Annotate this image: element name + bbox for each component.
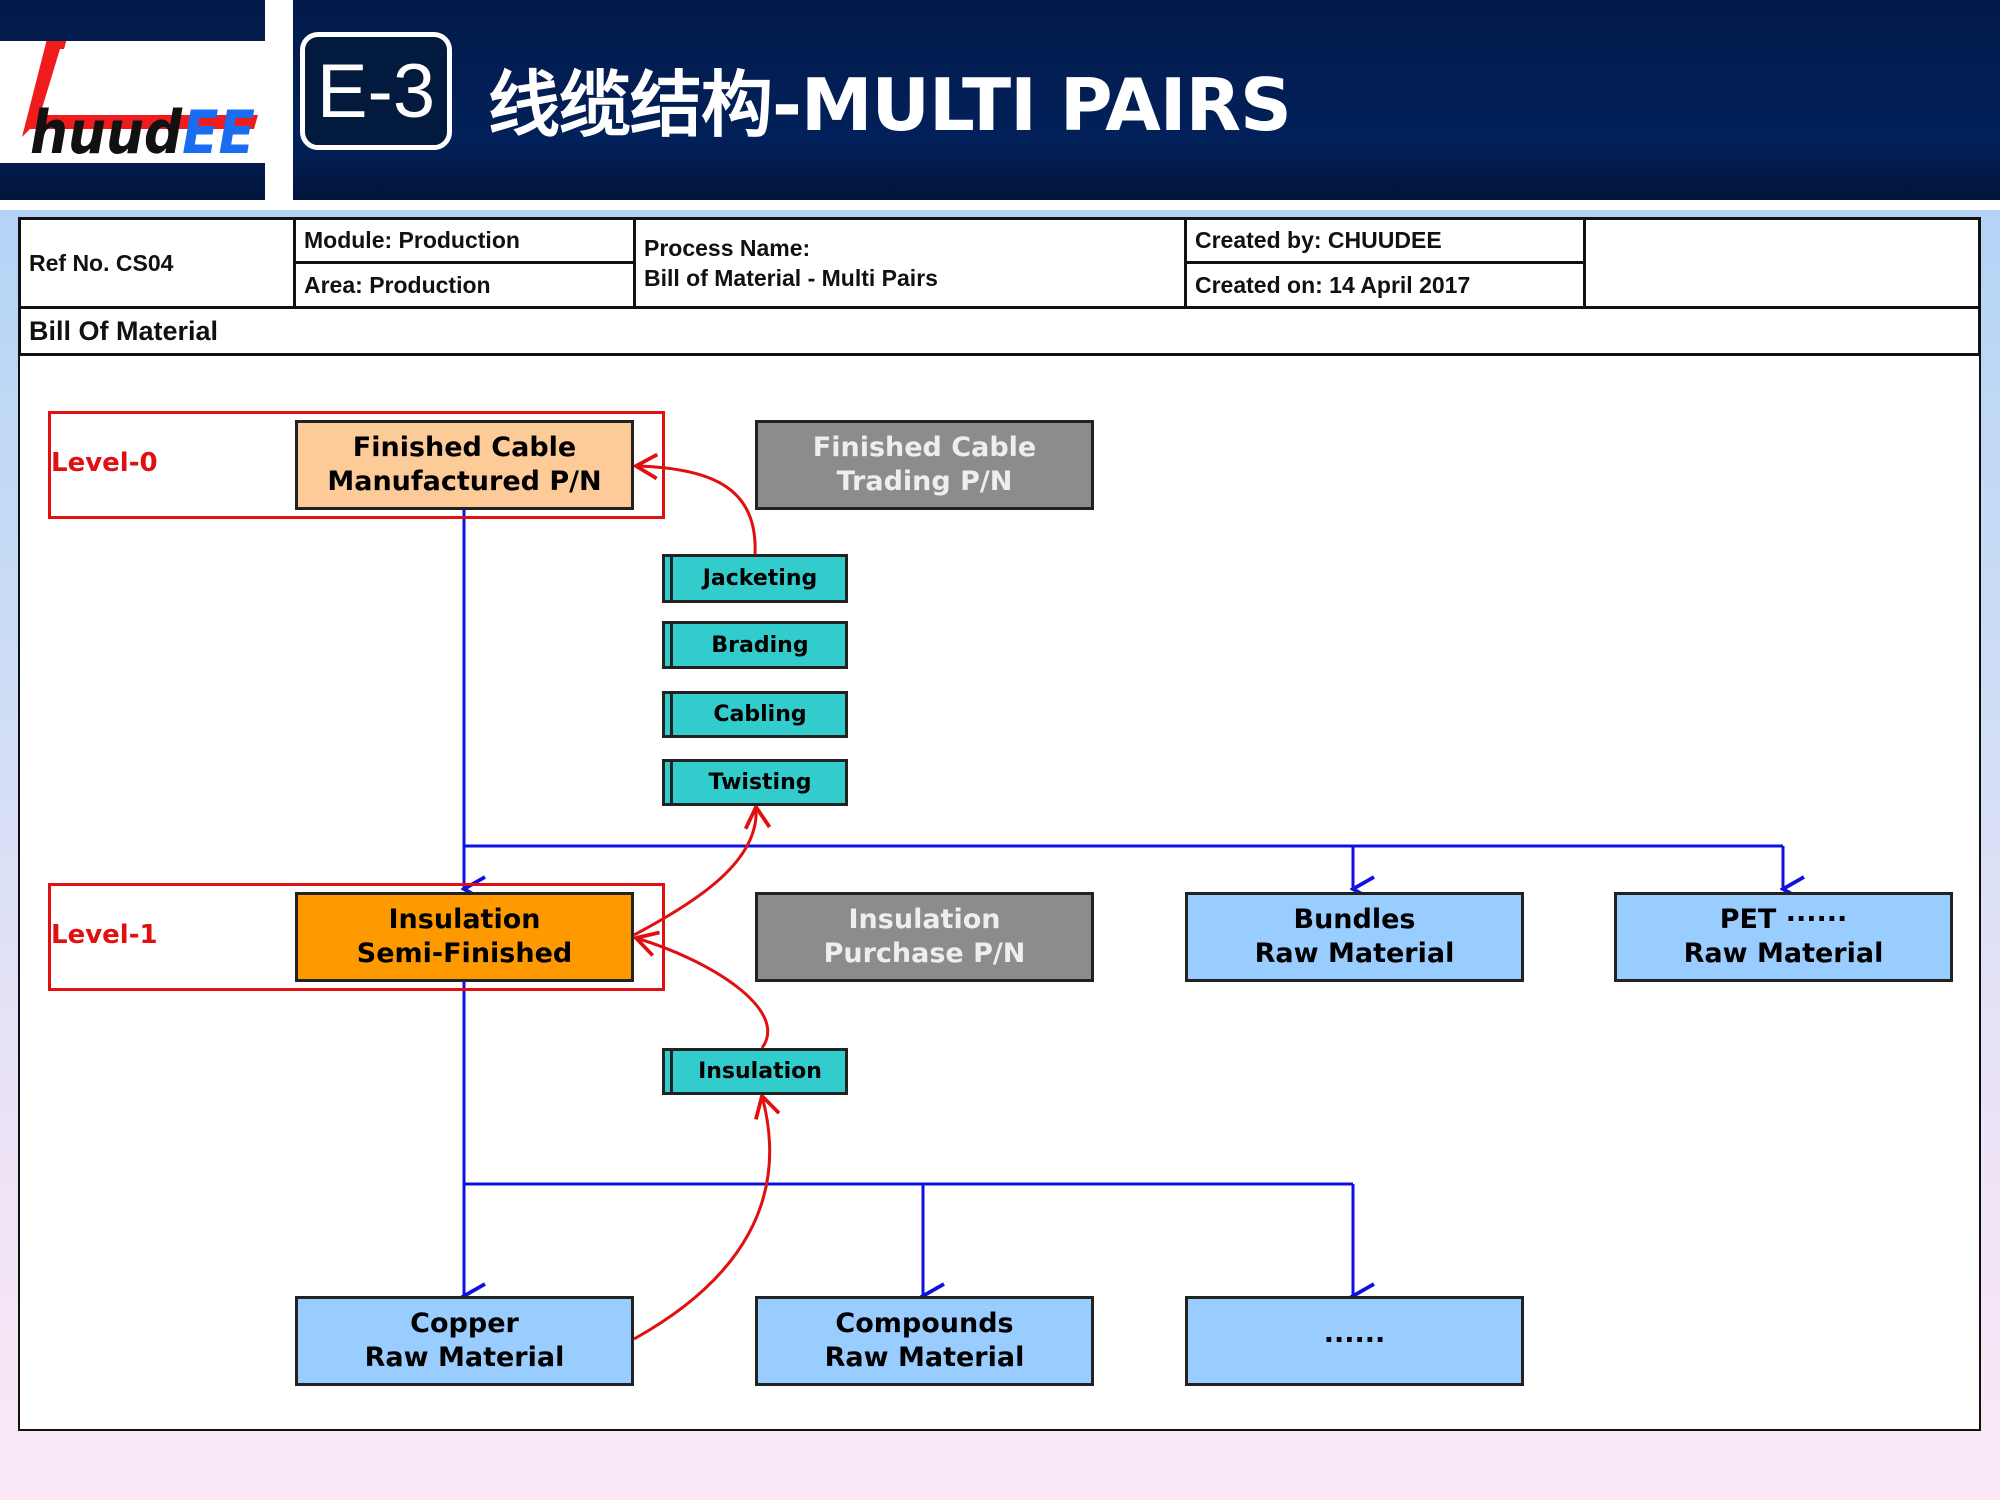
node-label: Insulation [388,904,541,935]
process-cabling[interactable]: Cabling [662,691,848,738]
process-insulation[interactable]: Insulation [662,1048,848,1095]
process-jacketing[interactable]: Jacketing [662,554,848,603]
page-title: 线缆结构-MULTI PAIRS [488,63,1292,147]
header-divider [265,0,293,200]
node-label: Finished Cable [352,432,577,463]
level-0-label: Level-0 [51,448,158,478]
level-1-label: Level-1 [51,920,158,950]
node-label: PET ······ [1719,904,1848,935]
process-label: Process Name: [644,235,811,261]
node-label: Copper [410,1308,519,1339]
company-logo: huudEE [0,35,265,168]
node-label: Raw Material [824,1342,1025,1373]
header-band [0,200,2000,210]
node-label: Manufactured P/N [327,466,602,497]
node-label: Compounds [835,1308,1014,1339]
section-code: E-3 [300,32,452,150]
node-label: ······ [1323,1325,1386,1356]
process-name: Bill of Material - Multi Pairs [644,265,938,291]
node-label: Raw Material [1683,938,1884,969]
svg-text:huudEE: huudEE [30,98,255,163]
node-label: Trading P/N [836,466,1013,497]
process-brading[interactable]: Brading [662,621,848,669]
process-arrow [633,1096,770,1341]
node-label: Bundles [1293,904,1416,935]
process-arrow [633,807,756,937]
section-title: Bill Of Material [18,306,1981,356]
process-twisting[interactable]: Twisting [662,759,848,806]
level-0-frame [48,411,665,519]
node-label: Insulation [848,904,1001,935]
node-label: Purchase P/N [823,938,1026,969]
node-label: Raw Material [364,1342,565,1373]
pet-raw-material-node[interactable]: PET ······Raw Material [1614,892,1953,982]
bom-sheet [18,217,1981,1431]
node-label: Finished Cable [812,432,1037,463]
other-raw-material-node[interactable]: ······ [1185,1296,1524,1386]
node-label: Raw Material [1254,938,1455,969]
level-1-frame [48,883,665,991]
node-label: Semi-Finished [356,938,573,969]
